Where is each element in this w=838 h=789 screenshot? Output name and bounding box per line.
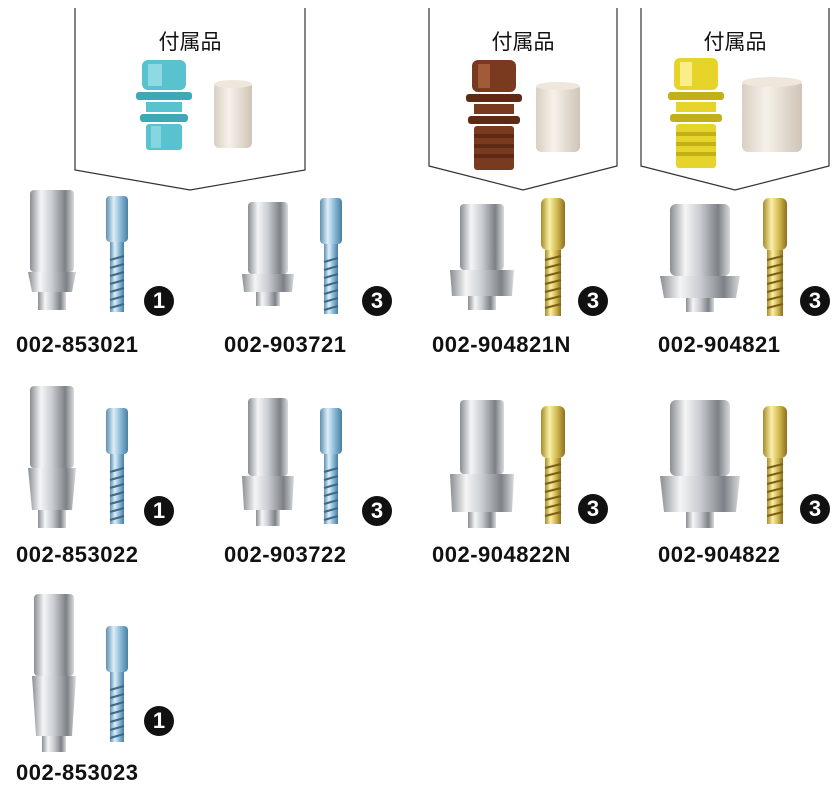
product-code: 002-853022 xyxy=(16,542,139,567)
accessory-callout-3: 付属品 xyxy=(640,8,830,192)
product-item: 1 002-853021 xyxy=(16,186,216,357)
screw-icon xyxy=(106,196,128,312)
product-item: 1 002-853023 xyxy=(16,590,216,785)
callout-title: 付属品 xyxy=(491,30,555,54)
abutment-icon xyxy=(28,190,76,310)
quantity-badge: 3 xyxy=(800,286,830,316)
abutment-icon xyxy=(32,594,76,752)
quantity-badge: 3 xyxy=(362,496,392,526)
abutment-icon xyxy=(660,204,740,312)
callout-frame xyxy=(428,8,618,191)
callout-title: 付属品 xyxy=(158,30,222,54)
product-code: 002-853023 xyxy=(16,760,139,785)
product-item: 1 002-853022 xyxy=(16,384,216,567)
abutment-icon xyxy=(450,400,514,528)
abutment-icon xyxy=(242,398,294,526)
quantity-badge: 3 xyxy=(578,286,608,316)
quantity-badge: 1 xyxy=(144,706,174,736)
abutment-icon xyxy=(450,204,514,310)
accessory-callout-2: 付属品 xyxy=(428,8,618,192)
abutment-icon xyxy=(28,386,76,528)
callout-frame xyxy=(74,8,306,191)
cap-sleeve-icon xyxy=(536,82,580,152)
quantity-badge: 3 xyxy=(362,286,392,316)
quantity-badge: 3 xyxy=(578,494,608,524)
healing-cap-icon xyxy=(466,60,522,170)
screw-icon xyxy=(541,198,565,316)
product-code: 002-904822 xyxy=(658,542,781,567)
product-code: 002-903722 xyxy=(224,542,347,567)
product-item: 3 002-903721 xyxy=(224,196,424,366)
quantity-badge: 1 xyxy=(144,496,174,526)
product-item: 3 002-904821 xyxy=(658,196,838,366)
healing-cap-icon xyxy=(668,58,724,168)
product-code: 002-904821N xyxy=(432,332,571,357)
screw-icon xyxy=(106,626,128,742)
abutment-icon xyxy=(242,202,294,306)
product-code: 002-903721 xyxy=(224,332,347,357)
healing-cap-icon xyxy=(136,60,192,150)
quantity-badge: 1 xyxy=(144,286,174,316)
product-item: 3 002-903722 xyxy=(224,394,424,567)
quantity-badge: 3 xyxy=(800,494,830,524)
abutment-icon xyxy=(660,400,740,528)
screw-icon xyxy=(320,198,342,314)
screw-icon xyxy=(763,198,787,316)
product-code: 002-904822N xyxy=(432,542,571,567)
callout-title: 付属品 xyxy=(703,30,767,54)
screw-icon xyxy=(106,408,128,524)
cap-sleeve-icon xyxy=(214,80,252,148)
product-code: 002-904821 xyxy=(658,332,781,357)
screw-icon xyxy=(763,406,787,524)
accessory-callout-1: 付属品 xyxy=(74,8,306,192)
product-item: 3 002-904822 xyxy=(658,394,838,567)
screw-icon xyxy=(541,406,565,524)
product-item: 3 002-904822N xyxy=(432,394,632,567)
screw-icon xyxy=(320,408,342,524)
callout-frame xyxy=(640,8,830,191)
product-item: 3 002-904821N xyxy=(432,196,632,366)
cap-sleeve-icon xyxy=(742,77,802,152)
product-code: 002-853021 xyxy=(16,332,139,357)
